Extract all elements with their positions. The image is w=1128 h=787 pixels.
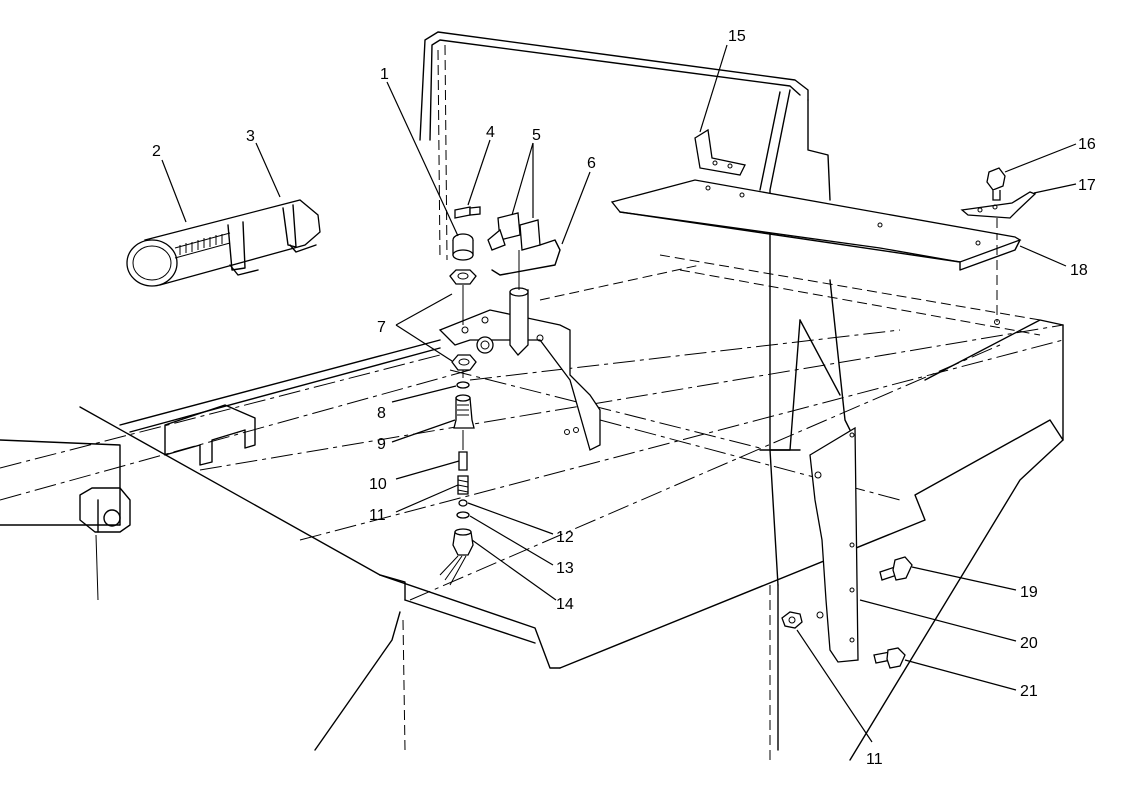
callout-8: 8 <box>377 405 386 422</box>
bolt-21 <box>873 647 906 669</box>
upright-frame <box>419 31 851 586</box>
callout-10: 10 <box>369 476 387 493</box>
leader-lines <box>161 44 1077 743</box>
callout-4: 4 <box>486 124 495 141</box>
sensor-stack <box>439 381 475 586</box>
nut-11-right <box>781 611 803 629</box>
mounting-plate <box>438 309 601 451</box>
callout-2: 2 <box>152 143 161 160</box>
callout-12: 12 <box>556 529 574 546</box>
side-bracket-20 <box>809 426 859 663</box>
callout-13: 13 <box>556 560 574 577</box>
clamp-3 <box>227 204 317 276</box>
callout-16: 16 <box>1078 136 1096 153</box>
callout-11: 11 <box>369 507 386 524</box>
callout-6: 6 <box>587 155 596 172</box>
bumper-stack <box>449 206 481 378</box>
callout-7: 7 <box>377 319 386 336</box>
callout-11-right: 11 <box>866 751 883 768</box>
callout-15: 15 <box>728 28 746 45</box>
callout-19: 19 <box>1020 584 1038 601</box>
callout-labels: 1 2 3 4 5 6 7 8 9 10 11 11 12 13 14 15 1… <box>152 28 1096 768</box>
callout-14: 14 <box>556 596 574 613</box>
callout-3: 3 <box>246 128 255 145</box>
bolt-16 <box>986 167 1006 201</box>
clip-17 <box>960 191 1037 219</box>
callout-1: 1 <box>380 66 389 83</box>
cylinder-2 <box>126 199 321 287</box>
callout-21: 21 <box>1020 683 1038 700</box>
callout-20: 20 <box>1020 635 1038 652</box>
switch-assembly <box>487 212 561 356</box>
bolt-19 <box>879 556 913 581</box>
bracket-15 <box>694 128 746 176</box>
callout-17: 17 <box>1078 177 1096 194</box>
callout-5: 5 <box>532 127 541 144</box>
callout-9: 9 <box>377 436 386 453</box>
callout-18: 18 <box>1070 262 1088 279</box>
shelf-plate <box>610 179 1022 325</box>
